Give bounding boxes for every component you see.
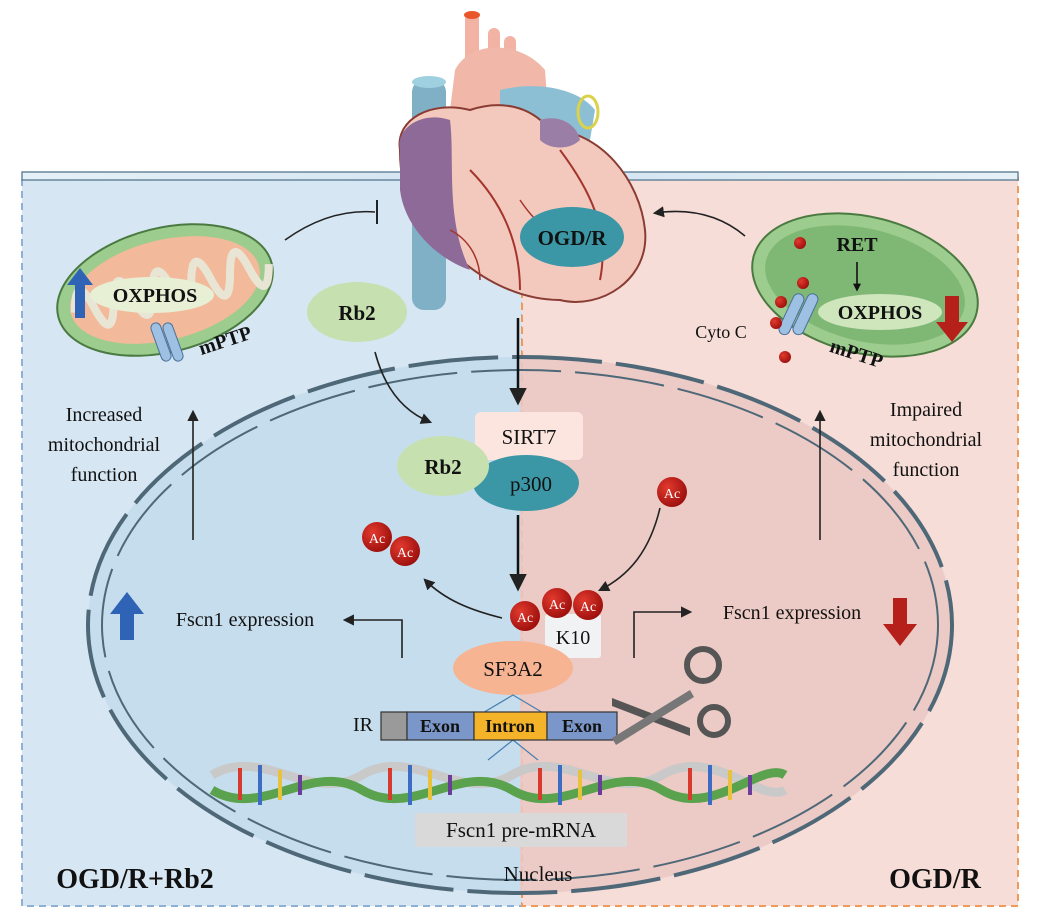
heart-ogdr-label: OGD/R bbox=[538, 226, 608, 250]
mptp-right-channel bbox=[778, 293, 819, 336]
pre-mrna-label: Fscn1 pre-mRNA bbox=[446, 818, 597, 842]
ac-to-k10-arrow bbox=[597, 507, 661, 592]
rb2-outside bbox=[307, 282, 407, 342]
sirt7-box bbox=[475, 412, 583, 460]
left-panel-label: OGD/R+Rb2 bbox=[56, 864, 214, 895]
left-function-line3: function bbox=[71, 464, 138, 486]
oxphos-right-box bbox=[818, 294, 942, 330]
right-panel-label: OGD/R bbox=[889, 864, 982, 895]
ac-bound-1 bbox=[510, 601, 540, 631]
exon2-segment bbox=[546, 711, 618, 741]
left-expr-label: Fscn1 expression bbox=[176, 609, 314, 631]
left-expr-arrow bbox=[342, 614, 403, 658]
inhibit-line bbox=[284, 210, 376, 241]
mptp-left-channel bbox=[150, 322, 184, 362]
intron-label: Intron bbox=[485, 716, 535, 736]
rb2-outside-label: Rb2 bbox=[338, 301, 375, 325]
sf3a2-oval bbox=[453, 641, 573, 695]
nucleus-label: Nucleus bbox=[504, 862, 573, 886]
ac-released-2-label: Ac bbox=[397, 546, 413, 561]
ret-label: RET bbox=[836, 234, 878, 256]
rb2-complex-oval bbox=[397, 436, 489, 496]
k10-label: K10 bbox=[556, 627, 590, 649]
pre-mrna-box bbox=[415, 813, 627, 847]
exon1-label: Exon bbox=[420, 716, 460, 736]
ac-free-right-label: Ac bbox=[664, 487, 680, 502]
scissors-icon bbox=[612, 646, 731, 745]
oxphos-left-label: OXPHOS bbox=[113, 285, 197, 307]
k10-box bbox=[545, 614, 601, 658]
right-function-line1: Impaired bbox=[890, 399, 962, 421]
right-expr-arrow bbox=[633, 606, 693, 658]
heart-ogdr-oval bbox=[520, 207, 624, 267]
p300-label: p300 bbox=[510, 472, 552, 496]
cyto-c-dots bbox=[770, 237, 809, 363]
exon1-segment bbox=[406, 711, 475, 741]
cyto-c-label: Cyto C bbox=[695, 322, 747, 342]
dna-helix-icon bbox=[209, 761, 788, 805]
ac-bound-2-label: Ac bbox=[549, 598, 565, 613]
oxphos-right-label: OXPHOS bbox=[838, 302, 922, 324]
ac-removal-arrow bbox=[423, 578, 503, 619]
right-expr-label: Fscn1 expression bbox=[723, 602, 861, 624]
ac-bound-1-label: Ac bbox=[517, 611, 533, 626]
ac-released-1 bbox=[362, 522, 392, 552]
sf3a2-label: SF3A2 bbox=[483, 657, 543, 681]
ac-bound-3 bbox=[573, 590, 603, 620]
ac-bound-2 bbox=[542, 588, 572, 618]
mito-to-heart-arrow bbox=[652, 206, 746, 237]
ac-bound-3-label: Ac bbox=[580, 600, 596, 615]
ac-free-right bbox=[657, 477, 687, 507]
sirt7-label: SIRT7 bbox=[502, 425, 557, 449]
up-arrow-icon-expr bbox=[110, 592, 144, 640]
right-function-line2: mitochondrial bbox=[870, 429, 983, 451]
exon2-label: Exon bbox=[562, 716, 602, 736]
ir-segment bbox=[380, 711, 408, 741]
splice-connector-low bbox=[487, 739, 539, 761]
right-function-line3: function bbox=[893, 459, 960, 481]
down-arrow-icon-mito bbox=[936, 296, 968, 342]
up-arrow-icon bbox=[67, 268, 93, 318]
left-function-line1: Increased bbox=[66, 404, 143, 426]
ac-released-1-label: Ac bbox=[369, 532, 385, 547]
oxphos-left-box bbox=[90, 277, 214, 313]
rb2-complex-label: Rb2 bbox=[424, 455, 461, 479]
left-function-line2: mitochondrial bbox=[48, 434, 161, 456]
p300-oval bbox=[473, 455, 579, 511]
ac-released-2 bbox=[390, 536, 420, 566]
heart-icon bbox=[398, 11, 647, 310]
ir-label: IR bbox=[353, 714, 374, 736]
down-arrow-icon-expr bbox=[883, 598, 917, 646]
rb2-to-complex-arrow bbox=[374, 351, 433, 424]
